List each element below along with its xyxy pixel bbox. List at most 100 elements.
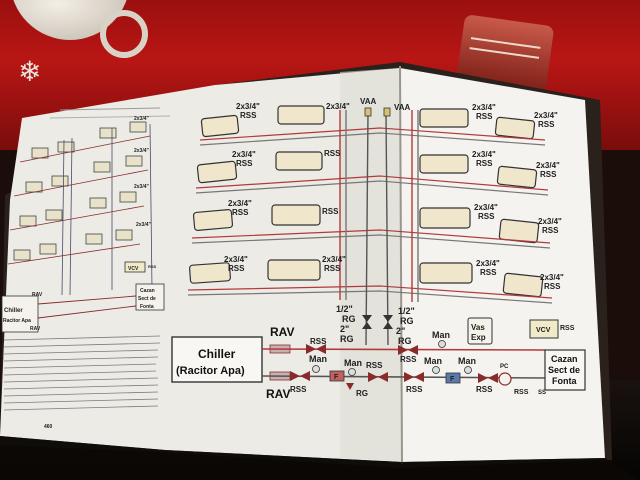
svg-text:RSS: RSS bbox=[560, 325, 575, 332]
vas-exp-box bbox=[467, 317, 493, 345]
svg-text:RSS: RSS bbox=[240, 111, 257, 120]
svg-text:Fonta: Fonta bbox=[552, 376, 577, 386]
svg-text:RSS: RSS bbox=[476, 112, 493, 121]
main-valves bbox=[290, 344, 498, 383]
svg-text:2x3/4": 2x3/4" bbox=[322, 255, 346, 264]
svg-text:Cazan: Cazan bbox=[551, 354, 578, 364]
svg-text:2x3/4": 2x3/4" bbox=[536, 161, 560, 170]
svg-text:RSS: RSS bbox=[400, 355, 417, 364]
svg-text:2x3/4": 2x3/4" bbox=[326, 102, 350, 111]
svg-text:RG: RG bbox=[342, 314, 356, 324]
pump-icon bbox=[498, 372, 512, 386]
svg-text:RAV: RAV bbox=[32, 292, 43, 298]
left-radiator-row-4 bbox=[13, 229, 133, 261]
svg-text:PC: PC bbox=[500, 364, 509, 370]
svg-text:Man: Man bbox=[458, 356, 476, 366]
svg-text:2x3/4": 2x3/4" bbox=[534, 111, 558, 120]
svg-text:2x3/4": 2x3/4" bbox=[224, 255, 248, 264]
svg-text:RSS: RSS bbox=[232, 208, 249, 217]
svg-text:F: F bbox=[450, 376, 455, 383]
svg-text:Man: Man bbox=[309, 354, 327, 364]
svg-text:F: F bbox=[334, 374, 339, 381]
svg-text:RG: RG bbox=[340, 334, 354, 344]
vaa-label-right: VAA bbox=[394, 103, 411, 112]
radiator-group-right bbox=[419, 108, 544, 298]
svg-text:RSS: RSS bbox=[290, 385, 307, 394]
left-vcv-box bbox=[124, 261, 146, 273]
svg-text:RSS: RSS bbox=[406, 385, 423, 394]
svg-text:2x3/4": 2x3/4" bbox=[538, 217, 562, 226]
svg-text:RSS: RSS bbox=[366, 361, 383, 370]
svg-text:RSS: RSS bbox=[324, 264, 341, 273]
svg-text:2x3/4": 2x3/4" bbox=[476, 259, 500, 268]
cazan-box bbox=[544, 349, 586, 391]
left-cazan-box bbox=[135, 283, 165, 311]
svg-text:RSS: RSS bbox=[228, 264, 245, 273]
svg-text:2x3/4": 2x3/4" bbox=[136, 222, 152, 228]
svg-text:RG: RG bbox=[400, 316, 414, 326]
svg-text:RAV: RAV bbox=[270, 325, 294, 339]
svg-text:Exp: Exp bbox=[471, 333, 486, 342]
vaa-valve-left bbox=[364, 107, 372, 117]
svg-text:Chiller: Chiller bbox=[4, 308, 23, 314]
left-dim-label: 2x3/4" bbox=[134, 116, 150, 122]
svg-text:RSS: RSS bbox=[476, 159, 493, 168]
filter-right bbox=[445, 372, 461, 384]
svg-text:(Racitor Apa): (Racitor Apa) bbox=[176, 365, 245, 377]
svg-text:RSS: RSS bbox=[322, 207, 339, 216]
vaa-valve-right bbox=[383, 107, 391, 117]
svg-text:2x3/4": 2x3/4" bbox=[134, 184, 150, 190]
svg-text:RSS: RSS bbox=[514, 389, 529, 396]
svg-text:Racitor Apa: Racitor Apa bbox=[3, 318, 31, 324]
svg-text:2x3/4": 2x3/4" bbox=[472, 103, 496, 112]
svg-text:RSS: RSS bbox=[148, 264, 157, 269]
svg-text:RG: RG bbox=[356, 389, 368, 398]
left-radiator-row-2 bbox=[25, 155, 143, 193]
svg-text:Cazan: Cazan bbox=[140, 288, 155, 294]
svg-text:2x3/4": 2x3/4" bbox=[474, 203, 498, 212]
filter-left bbox=[329, 370, 345, 382]
left-radiator-row-3 bbox=[19, 191, 137, 227]
left-paragraph bbox=[3, 335, 161, 411]
svg-text:2x3/4": 2x3/4" bbox=[134, 148, 150, 154]
left-page-number: 460 bbox=[44, 424, 53, 430]
svg-text:Man: Man bbox=[424, 356, 442, 366]
svg-text:2x3/4": 2x3/4" bbox=[540, 273, 564, 282]
svg-text:RSS: RSS bbox=[540, 170, 557, 179]
svg-text:RSS: RSS bbox=[544, 282, 561, 291]
svg-text:2": 2" bbox=[340, 324, 349, 334]
radiator-group-left bbox=[189, 105, 325, 284]
svg-text:2": 2" bbox=[396, 326, 405, 336]
svg-text:RSS: RSS bbox=[478, 212, 495, 221]
svg-text:RSS: RSS bbox=[310, 337, 327, 346]
rg-valves bbox=[362, 315, 393, 329]
chiller-box bbox=[171, 336, 263, 383]
svg-text:Man: Man bbox=[432, 330, 450, 340]
svg-text:VCV: VCV bbox=[128, 266, 139, 272]
main-diagram: VAA VAA 2x3/4" RSS 2x3/4" 2x3/4" RSS RSS… bbox=[171, 97, 586, 401]
svg-text:Sect de: Sect de bbox=[548, 365, 580, 375]
svg-text:Vas: Vas bbox=[471, 323, 485, 332]
vaa-label-left: VAA bbox=[360, 97, 377, 106]
svg-text:RSS: RSS bbox=[542, 226, 559, 235]
svg-text:2x3/4": 2x3/4" bbox=[232, 150, 256, 159]
pressure-gauge-icon bbox=[438, 340, 446, 348]
svg-text:RSS: RSS bbox=[236, 159, 253, 168]
mug-handle bbox=[100, 10, 148, 58]
left-chiller-box bbox=[1, 295, 39, 333]
left-page-diagram: 2x3/4" 2x3/4" 2x3/4" 2x3/4" VCV RSS Chil… bbox=[1, 107, 171, 430]
svg-text:2x3/4": 2x3/4" bbox=[472, 150, 496, 159]
vcv-box bbox=[529, 319, 559, 339]
svg-text:RSS: RSS bbox=[324, 149, 341, 158]
svg-text:SS: SS bbox=[538, 390, 546, 396]
svg-text:RAV: RAV bbox=[30, 326, 41, 332]
svg-text:2x3/4": 2x3/4" bbox=[236, 102, 260, 111]
svg-text:RSS: RSS bbox=[476, 385, 493, 394]
svg-text:Chiller: Chiller bbox=[198, 347, 236, 361]
svg-text:RAV: RAV bbox=[266, 387, 290, 401]
svg-text:2x3/4": 2x3/4" bbox=[228, 199, 252, 208]
snowflake-icon: ❄ bbox=[18, 56, 42, 87]
svg-text:1/2": 1/2" bbox=[398, 306, 415, 316]
